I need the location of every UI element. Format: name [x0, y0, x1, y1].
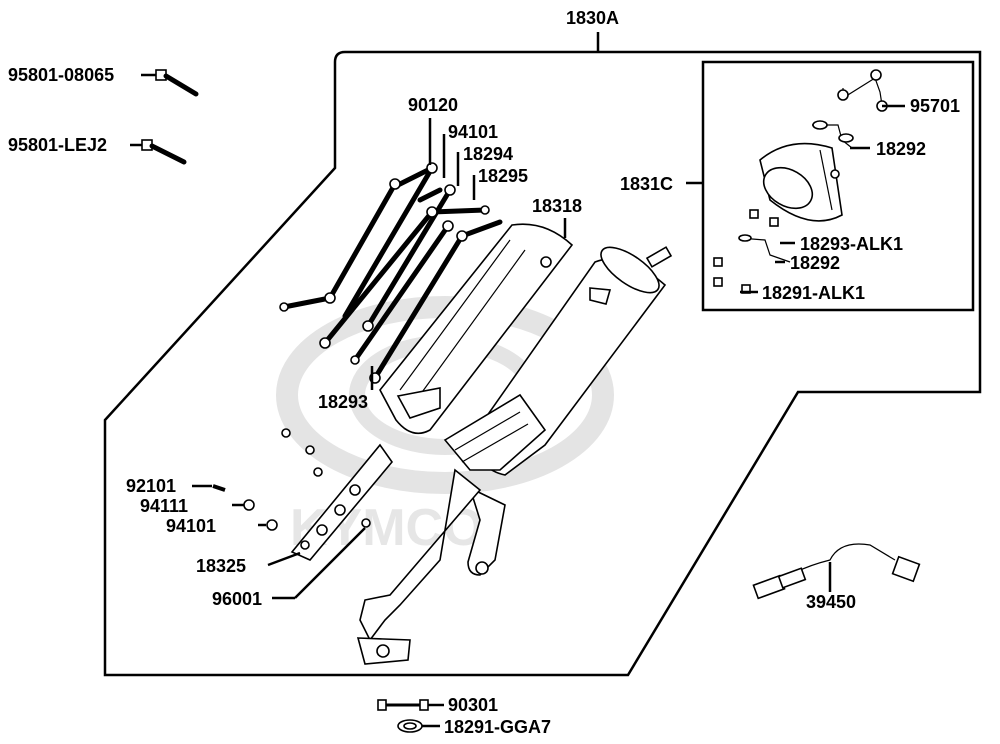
label-96001: 96001 [212, 589, 262, 609]
assembly-1831c-frame [701, 60, 975, 312]
label-18293: 18293 [318, 392, 368, 412]
label-1830a: 1830A [566, 8, 619, 28]
leader-18325 [267, 551, 301, 567]
washer-94111 [232, 499, 255, 511]
label-1831c: 1831C [620, 174, 673, 194]
label-18318: 18318 [532, 196, 582, 216]
bracket-rods-group [279, 162, 503, 384]
label-18294: 18294 [463, 144, 513, 164]
label-18292-top: 18292 [876, 139, 926, 159]
lower-guard-18325 [281, 428, 394, 561]
label-94101-bottom: 94101 [166, 516, 216, 536]
bolt-92101 [192, 484, 226, 492]
label-18295: 18295 [478, 166, 528, 186]
label-18325: 18325 [196, 556, 246, 576]
label-94111: 94111 [140, 496, 188, 516]
label-90301: 90301 [448, 695, 498, 715]
washer-94101-bottom [258, 519, 278, 531]
label-18293-alk1: 18293-ALK1 [800, 234, 903, 254]
label-18291-gga7: 18291-GGA7 [444, 717, 551, 737]
label-18291-alk1: 18291-ALK1 [762, 283, 865, 303]
bolt-90301 [377, 699, 429, 711]
label-39450: 39450 [806, 592, 856, 612]
leader-96001-angle [294, 527, 366, 599]
label-95801-lej2: 95801-LEJ2 [8, 135, 107, 155]
muffler-body [356, 246, 673, 665]
label-95701: 95701 [910, 96, 960, 116]
label-90120: 90120 [408, 95, 458, 115]
end-cap-assembly [713, 69, 888, 294]
label-95801-08065: 95801-08065 [8, 65, 114, 85]
label-18292-mid: 18292 [790, 253, 840, 273]
heat-shield-18318 [379, 223, 574, 435]
bolt-95801-08065 [141, 69, 199, 97]
assembly-1830a-frame [103, 50, 982, 677]
bolt-95801-lej2 [130, 139, 187, 165]
gasket-18291-gga7 [397, 719, 423, 733]
label-92101: 92101 [126, 476, 176, 496]
label-94101-top: 94101 [448, 122, 498, 142]
oxygen-sensor-39450 [752, 543, 921, 600]
